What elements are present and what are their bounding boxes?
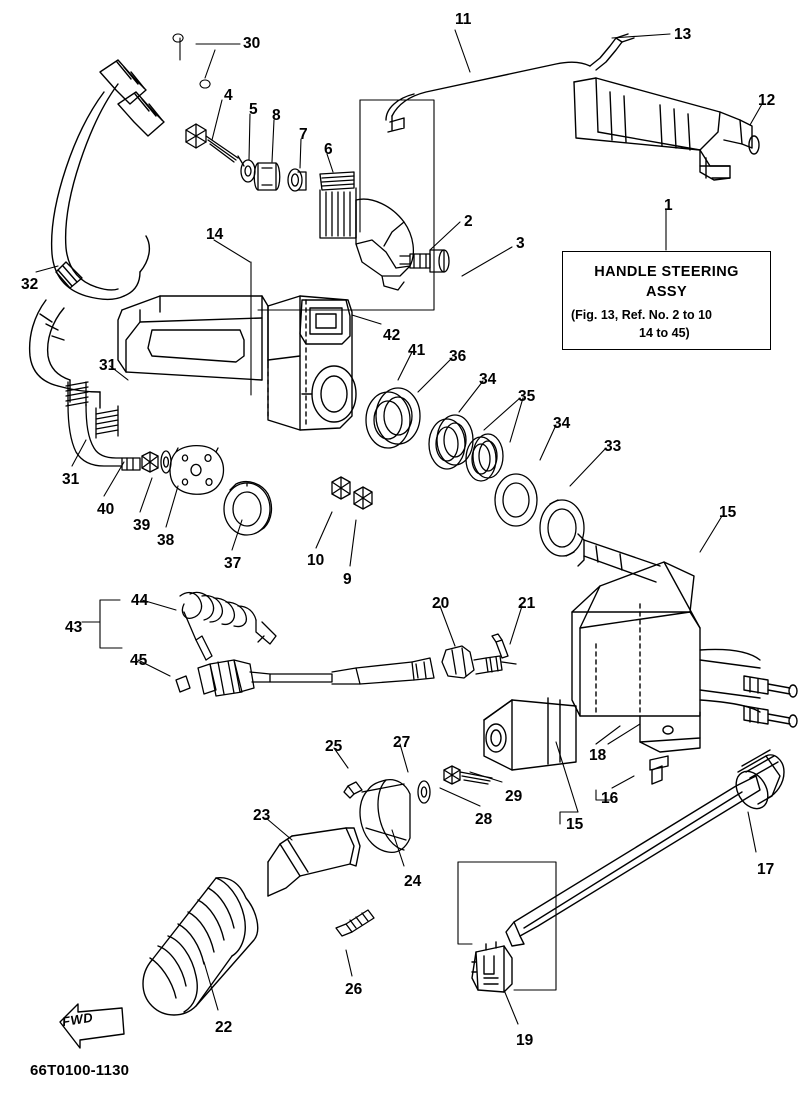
document-id: 66T0100-1130	[30, 1062, 130, 1079]
callout-1: 1	[664, 197, 673, 214]
callout-41: 41	[408, 342, 426, 359]
callout-15b: 15	[566, 816, 584, 833]
callout-10: 10	[307, 552, 325, 569]
callout-39: 39	[133, 517, 151, 534]
title-box: HANDLE STEERING ASSY (Fig. 13, Ref. No. …	[562, 251, 771, 350]
callout-8: 8	[272, 107, 281, 124]
callout-28: 28	[475, 811, 493, 828]
callout-33: 33	[604, 438, 622, 455]
callout-20: 20	[432, 595, 450, 612]
callout-12: 12	[758, 92, 776, 109]
callout-21: 21	[518, 595, 536, 612]
callout-6: 6	[324, 141, 333, 158]
callout-16: 16	[601, 790, 619, 807]
callout-29: 29	[505, 788, 523, 805]
callout-11: 11	[455, 11, 472, 28]
callout-15a: 15	[719, 504, 737, 521]
callout-7: 7	[299, 126, 308, 143]
title-box-line3: (Fig. 13, Ref. No. 2 to 10	[571, 308, 712, 322]
callout-32: 32	[21, 276, 39, 293]
callout-25: 25	[325, 738, 343, 755]
callout-4: 4	[224, 87, 233, 104]
callout-36: 36	[449, 348, 467, 365]
callout-44: 44	[131, 592, 149, 609]
callout-40: 40	[97, 501, 115, 518]
callout-42: 42	[383, 327, 401, 344]
callout-24: 24	[404, 873, 422, 890]
title-box-line1: HANDLE STEERING	[594, 264, 739, 280]
callout-2: 2	[464, 213, 473, 230]
callout-34a: 34	[479, 371, 497, 388]
callout-14: 14	[206, 226, 224, 243]
callout-45: 45	[130, 652, 148, 669]
callout-37: 37	[224, 555, 242, 572]
callout-19: 19	[516, 1032, 534, 1049]
callout-30: 30	[243, 35, 261, 52]
callout-43: 43	[65, 619, 83, 636]
callout-18: 18	[589, 747, 607, 764]
callout-38: 38	[157, 532, 175, 549]
callout-26: 26	[345, 981, 363, 998]
callout-35: 35	[518, 388, 536, 405]
title-box-line2: ASSY	[645, 284, 688, 300]
callout-23: 23	[253, 807, 271, 824]
callout-5: 5	[249, 101, 258, 118]
callout-13: 13	[674, 26, 692, 43]
callout-9: 9	[343, 571, 352, 588]
callout-31a: 31	[99, 357, 117, 374]
callout-17: 17	[757, 861, 775, 878]
callout-22: 22	[215, 1019, 233, 1036]
callout-27: 27	[393, 734, 411, 751]
callout-3: 3	[516, 235, 525, 252]
title-box-line4: 14 to 45)	[639, 326, 690, 340]
callout-31b: 31	[62, 471, 80, 488]
callout-34b: 34	[553, 415, 571, 432]
